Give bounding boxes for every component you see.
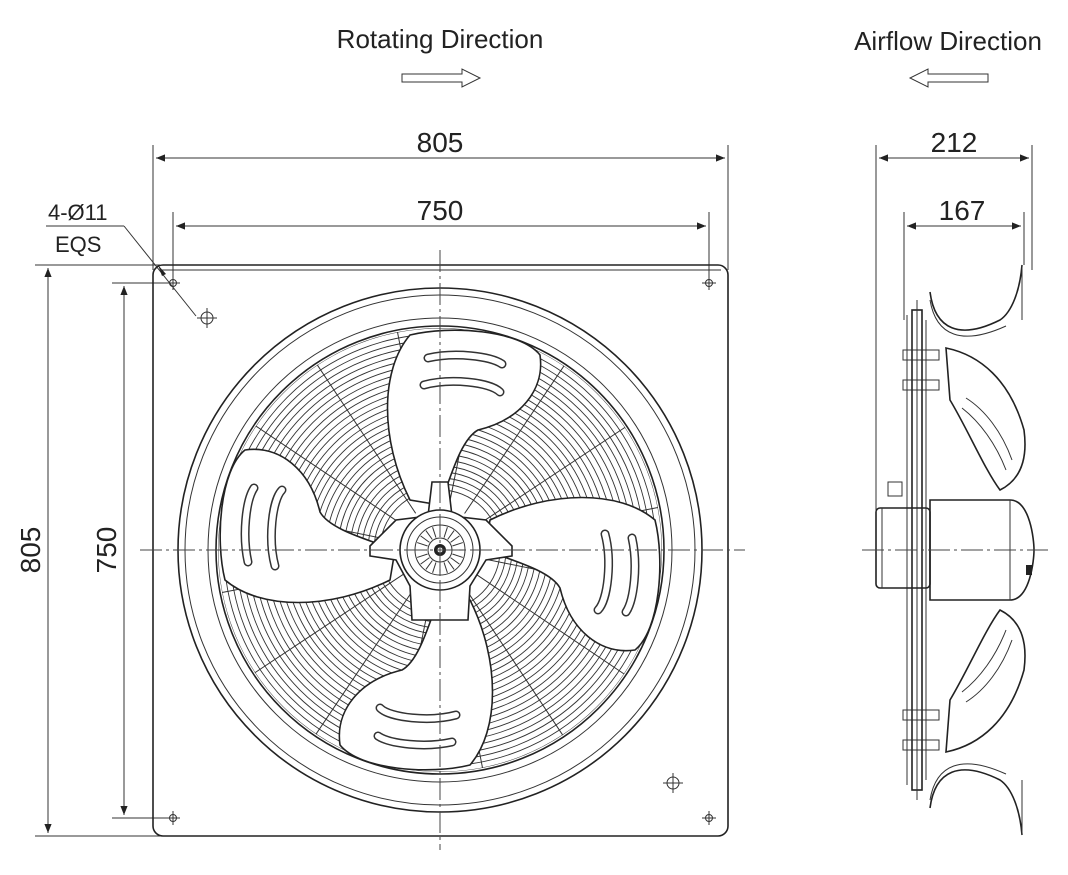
side-depth-dimension: 212	[875, 127, 1033, 520]
dimension-212: 212	[931, 127, 978, 158]
front-width-dimension: 805	[152, 127, 729, 270]
rotating-direction-group: Rotating Direction	[337, 24, 544, 88]
front-hole-width-dimension: 750	[172, 195, 710, 285]
dimension-805-height: 805	[15, 527, 46, 574]
holes-callout-line2: EQS	[55, 232, 101, 257]
dimension-750-width: 750	[417, 195, 464, 226]
rotating-direction-arrow	[401, 68, 482, 88]
rotating-direction-label: Rotating Direction	[337, 24, 544, 54]
side-body-dimension: 167	[903, 195, 1025, 320]
mounting-holes	[166, 276, 716, 825]
airflow-direction-arrow	[908, 68, 989, 88]
side-view: 212 167	[862, 127, 1048, 836]
dimension-167: 167	[939, 195, 986, 226]
fan-blades	[219, 329, 661, 771]
airflow-direction-group: Airflow Direction	[854, 26, 1042, 88]
holes-callout-line1: 4-Ø11	[48, 200, 108, 225]
holes-callout: 4-Ø11 EQS	[46, 200, 197, 317]
front-hole-height-dimension: 750	[91, 282, 175, 819]
fan-hub	[369, 481, 513, 621]
front-view	[140, 250, 745, 850]
airflow-direction-label: Airflow Direction	[854, 26, 1042, 56]
dimension-805-width: 805	[417, 127, 464, 158]
dimension-750-height: 750	[91, 527, 122, 574]
front-height-dimension: 805	[15, 264, 160, 837]
